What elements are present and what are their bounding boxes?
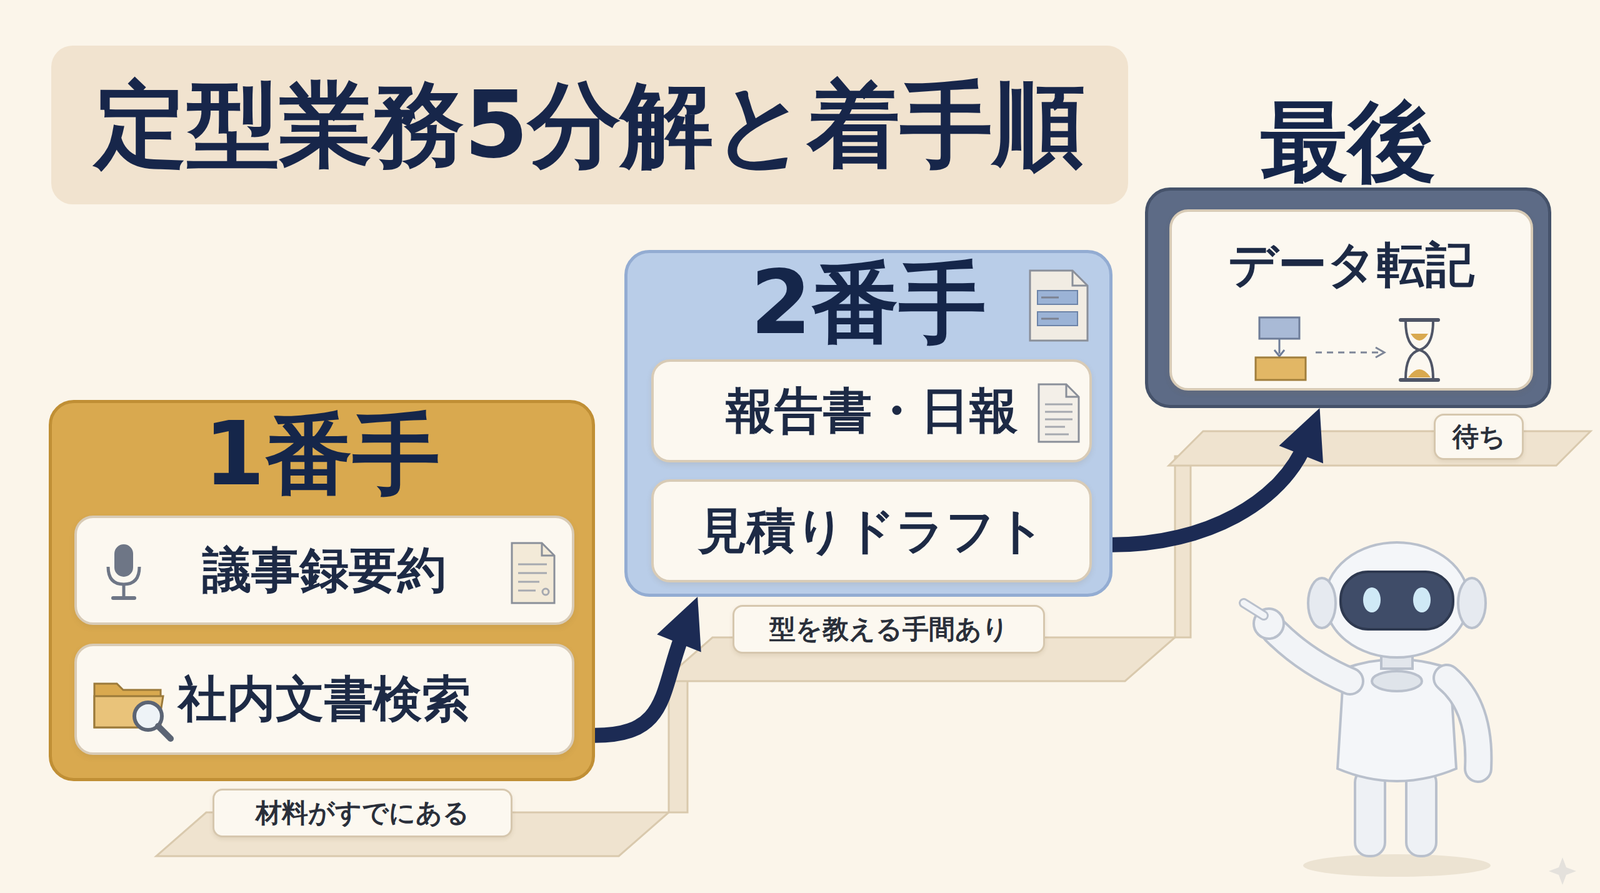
- note-text: 型を教える手間あり: [769, 611, 1009, 647]
- task-label: 報告書・日報: [725, 384, 1019, 439]
- arrow-head: [1279, 408, 1324, 464]
- stage-heading: 2番手: [627, 256, 1110, 349]
- note-tag: 型を教える手間あり: [732, 605, 1045, 654]
- stage-heading: 最後: [1148, 95, 1549, 188]
- arrow-head: [656, 596, 702, 652]
- microphone-icon: [101, 541, 146, 605]
- flow-hourglass-icon: [1253, 315, 1454, 384]
- diagram-title: 定型業務5分解と着手順: [94, 78, 1086, 172]
- flow-arrow: [1112, 408, 1324, 545]
- task-box: 社内文書検索: [74, 643, 575, 755]
- task-label: データ転記: [1228, 238, 1475, 292]
- arrow-shaft: [595, 631, 684, 736]
- sparkle-mark: [1548, 857, 1577, 885]
- task-label: 社内文書検索: [178, 672, 471, 727]
- task-label: 議事録要約: [202, 543, 447, 598]
- task-label: 見積りドラフト: [698, 504, 1046, 559]
- folder-search-icon: [91, 671, 177, 744]
- stage-panel: 2番手報告書・日報 見積りドラフト: [624, 250, 1113, 597]
- arrow-shaft: [1112, 443, 1306, 545]
- document-icon: [508, 540, 559, 607]
- form-document-icon: [1027, 268, 1090, 344]
- note-text: 材料がすでにある: [255, 795, 470, 831]
- title-banner: 定型業務5分解と着手順: [51, 45, 1129, 205]
- stage-panel: 1番手議事録要約 社内文書検索: [48, 400, 595, 782]
- stage-panel: 最後データ転記: [1145, 187, 1552, 409]
- note-tag: 材料がすでにある: [212, 788, 513, 838]
- task-box: データ転記: [1169, 209, 1534, 391]
- flow-arrow: [595, 596, 702, 736]
- report-icon: [1036, 381, 1082, 445]
- note-text: 待ち: [1452, 419, 1506, 455]
- note-tag: 待ち: [1433, 413, 1524, 460]
- task-box: 報告書・日報: [651, 359, 1092, 463]
- stage-heading: 1番手: [51, 408, 592, 500]
- robot-figure: [1243, 542, 1491, 877]
- task-box: 見積りドラフト: [651, 479, 1092, 583]
- task-box: 議事録要約: [74, 515, 575, 625]
